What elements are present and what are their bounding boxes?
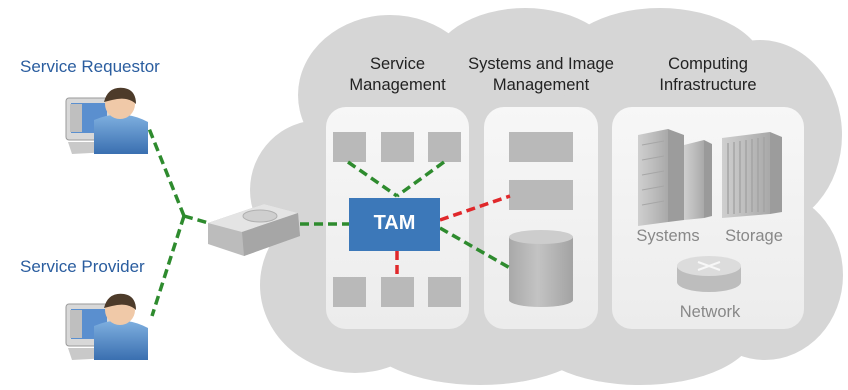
- user-at-computer-icon: [65, 293, 148, 360]
- image-block: [509, 180, 573, 210]
- service-management-title: Service Management: [326, 54, 469, 96]
- red-links: [395, 194, 511, 277]
- gateway-router-icon: [208, 204, 300, 256]
- storage-array-icon: [722, 132, 782, 218]
- green-links: [146, 125, 511, 317]
- image-block: [509, 132, 573, 162]
- tam-hub: [349, 198, 440, 251]
- network-switch-icon: [677, 256, 741, 292]
- systems-image-management-title: Systems and Image Management: [455, 54, 627, 96]
- service-block: [333, 277, 366, 307]
- service-block: [428, 132, 461, 162]
- title-line: Computing: [668, 55, 748, 73]
- server-rack-icon: [638, 129, 712, 226]
- computing-infrastructure-title: Computing Infrastructure: [612, 54, 804, 96]
- service-block: [333, 132, 366, 162]
- service-block: [381, 132, 414, 162]
- title-line: Management: [492, 76, 590, 94]
- title-line: Management: [349, 76, 446, 94]
- service-provider-label: Service Provider: [20, 257, 145, 276]
- service-block: [428, 277, 461, 307]
- title-line: Infrastructure: [659, 76, 757, 94]
- network-label: Network: [679, 303, 741, 321]
- user-at-computer-icon: [65, 87, 148, 154]
- service-block: [381, 277, 414, 307]
- database-cylinder-icon: [509, 230, 573, 307]
- title-line: Service: [369, 55, 426, 73]
- systems-label: Systems: [636, 227, 700, 245]
- tam-label: TAM: [373, 212, 416, 234]
- service-requestor-label: Service Requestor: [20, 57, 160, 76]
- title-line: Systems and Image: [468, 55, 614, 73]
- storage-label: Storage: [725, 227, 783, 245]
